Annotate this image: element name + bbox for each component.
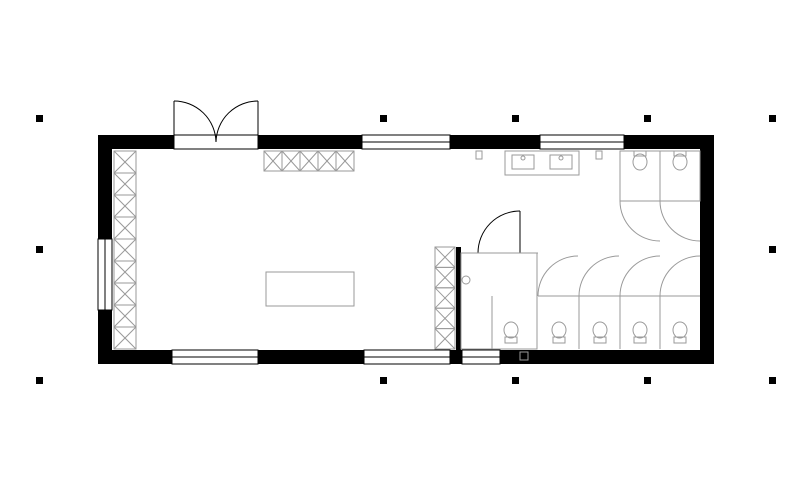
cabinet-hatch	[335, 150, 355, 172]
meeting-table	[265, 271, 355, 307]
entrance-double-door	[173, 100, 259, 150]
exterior-walls	[98, 135, 714, 364]
left-storage-cabinets	[113, 150, 137, 350]
sink-faucet-icon	[558, 155, 564, 161]
interior-partition-wall	[456, 247, 461, 357]
toilet-icon	[632, 321, 648, 344]
cabinet-cell	[434, 328, 456, 350]
column-marker	[380, 377, 387, 384]
column-marker	[36, 115, 43, 122]
cabinet-hatch	[113, 150, 137, 174]
column-marker	[36, 377, 43, 384]
windows	[97, 134, 625, 365]
cabinet-hatch	[317, 150, 337, 172]
top-storage-cabinets	[263, 150, 355, 172]
toilet-icon	[551, 321, 567, 344]
cabinet-hatch	[434, 267, 456, 289]
accessible-toilet	[460, 252, 538, 361]
column-marker	[512, 115, 519, 122]
toilet-icon	[592, 321, 608, 344]
toilet-icon	[503, 321, 519, 344]
cabinet-hatch	[113, 326, 137, 350]
cabinet-hatch	[113, 216, 137, 240]
cabinet-hatch	[113, 172, 137, 196]
cabinet-hatch	[281, 150, 301, 172]
cabinet-hatch	[113, 260, 137, 284]
toilets	[503, 150, 688, 344]
cabinet-hatch	[434, 287, 456, 309]
cabinet-hatch	[299, 150, 319, 172]
cabinet-cell	[335, 150, 355, 172]
right-storage-cabinets	[434, 246, 456, 350]
upper-toilet-stalls	[619, 150, 701, 242]
column-marker	[644, 377, 651, 384]
cabinet-hatch	[113, 238, 137, 262]
double-sink-counter	[475, 150, 603, 176]
column-marker	[769, 246, 776, 253]
column-marker	[769, 115, 776, 122]
lower-toilet-stalls	[537, 255, 701, 349]
column-marker	[769, 377, 776, 384]
column-marker	[644, 115, 651, 122]
column-marker	[36, 246, 43, 253]
cabinet-hatch	[263, 150, 283, 172]
toilet-icon	[632, 150, 648, 171]
column-markers	[36, 115, 776, 384]
cabinet-hatch	[113, 304, 137, 328]
toilet-icon	[672, 150, 688, 171]
washroom-door	[477, 210, 538, 254]
cabinet-hatch	[434, 328, 456, 350]
cabinet-hatch	[434, 307, 456, 329]
cabinet-cell	[113, 326, 137, 350]
column-marker	[380, 115, 387, 122]
cabinet-hatch	[434, 246, 456, 268]
sink-faucet-icon	[520, 155, 526, 161]
toilet-icon	[672, 321, 688, 344]
cabinet-hatch	[113, 282, 137, 306]
column-marker	[512, 377, 519, 384]
cabinet-hatch	[113, 194, 137, 218]
